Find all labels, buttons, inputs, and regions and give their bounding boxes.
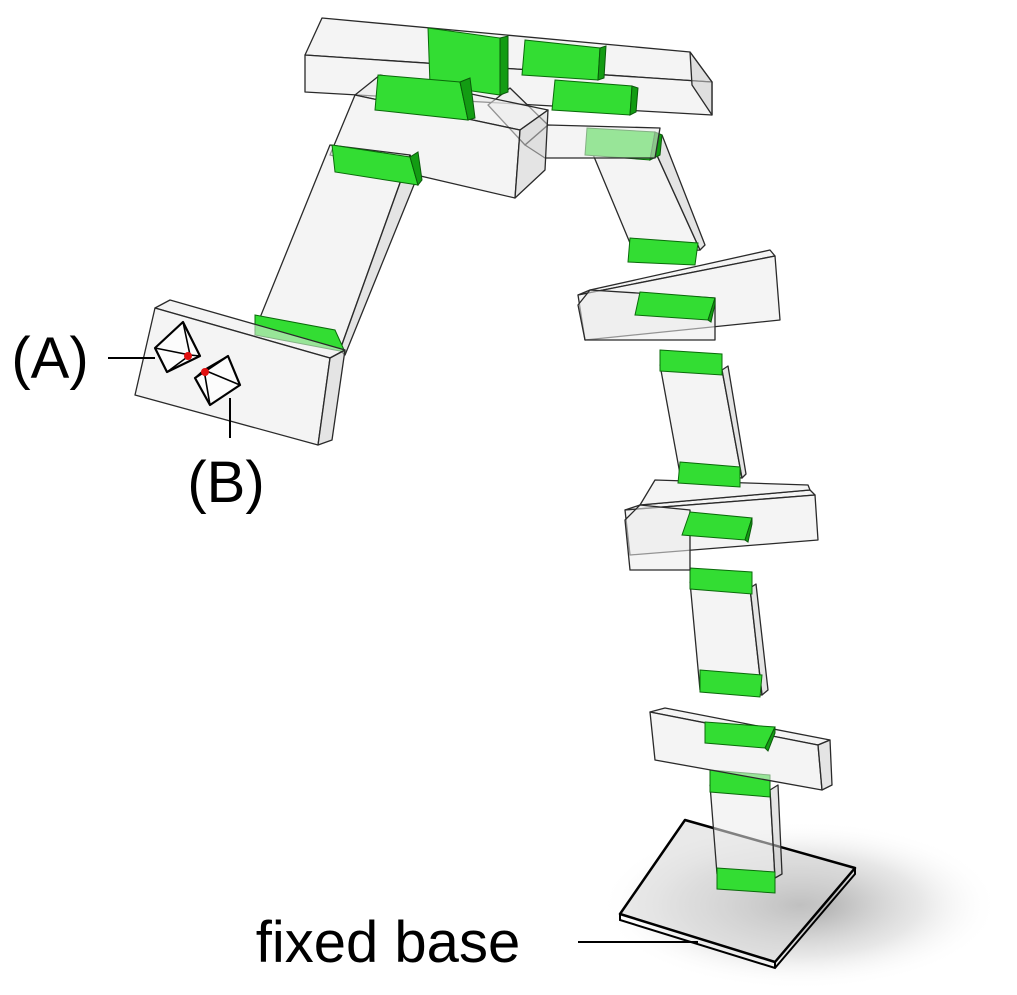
fixed-base-plate bbox=[618, 818, 857, 970]
link-crossbar-2 bbox=[624, 479, 819, 571]
sensor-b-label: (B) bbox=[187, 450, 264, 515]
link-column-2 bbox=[689, 567, 769, 698]
link-crossbar-1 bbox=[649, 707, 833, 791]
link-column-1 bbox=[709, 769, 783, 894]
fixed-base-label: fixed base bbox=[256, 910, 520, 975]
camera-frustum-icon bbox=[193, 354, 242, 407]
link-crossbar-3 bbox=[577, 249, 781, 341]
link-top-crossbar bbox=[304, 17, 713, 159]
link-column-3 bbox=[659, 349, 747, 488]
link-diagonal-left-upper bbox=[329, 74, 549, 199]
link-diagonal-left-lower bbox=[254, 144, 423, 356]
sensor-a-label: (A) bbox=[11, 326, 88, 391]
camera-frustum-icon bbox=[153, 320, 202, 374]
